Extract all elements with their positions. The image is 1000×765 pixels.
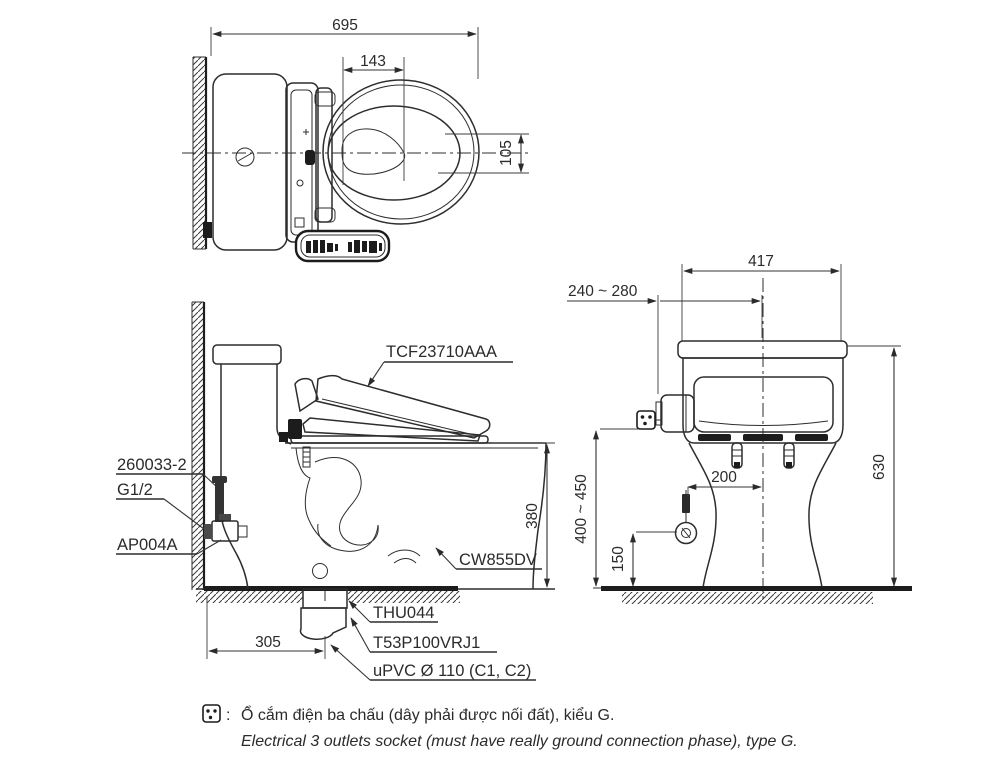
- dim-150: 150: [610, 531, 677, 587]
- note-english: Electrical 3 outlets socket (must have r…: [241, 733, 798, 750]
- washlet-lid-open-top: [285, 82, 336, 243]
- label-washlet: TCF23710AAA: [367, 343, 513, 387]
- label-thread: G1/2: [116, 481, 205, 530]
- tank-side: [212, 344, 292, 590]
- stop-valve-part-label: AP004A: [117, 536, 178, 554]
- dim-695: 695: [210, 17, 479, 79]
- outlet-icon: [636, 410, 661, 430]
- remote-control: [294, 229, 391, 263]
- label-stop-valve: AP004A: [116, 536, 222, 555]
- footnote: : Ổ cắm điện ba chấu (dây phải được nối …: [202, 704, 798, 750]
- drain-pipe-spec-label: uPVC Ø 110 (C1, C2): [373, 662, 531, 680]
- front-view: 417 240 ~ 280 630 400 ~ 450 200 150: [567, 253, 912, 604]
- bowl-model-label: CW855DV: [459, 551, 537, 569]
- outlet-icon-note: [202, 704, 221, 723]
- dim-105: 105: [438, 133, 529, 174]
- dim-695-label: 695: [332, 17, 358, 34]
- label-bowl: CW855DV: [435, 547, 542, 570]
- mounting-bolts: [731, 442, 795, 469]
- washlet-model-label: TCF23710AAA: [386, 343, 497, 361]
- dim-417-label: 417: [748, 253, 774, 270]
- dim-630: 630: [847, 345, 901, 587]
- dim-305-label: 305: [255, 634, 281, 651]
- dim-400-450: 400 ~ 450: [573, 428, 638, 587]
- floor-front: [593, 586, 912, 604]
- dim-305: 305: [206, 596, 326, 659]
- supply-stub-front: [674, 490, 698, 545]
- dim-380: 380: [492, 442, 555, 588]
- supply-valve: [204, 476, 248, 542]
- drain-pipe: [299, 588, 348, 640]
- thread-size-label: G1/2: [117, 481, 153, 499]
- dim-200: 200: [687, 469, 762, 497]
- label-drain-pipe: uPVC Ø 110 (C1, C2): [330, 644, 536, 681]
- water-surface-outline: [341, 128, 406, 175]
- dim-143: 143: [342, 53, 405, 185]
- dim-417: 417: [681, 253, 842, 342]
- note-colon: :: [226, 707, 230, 724]
- dim-143-label: 143: [360, 53, 386, 70]
- wall-section-side: [191, 301, 206, 590]
- dim-380-label: 380: [524, 503, 541, 529]
- label-flange: THU044: [348, 600, 438, 623]
- flange-part-label: THU044: [373, 604, 434, 622]
- washlet-side: [279, 374, 491, 468]
- top-view: 695 143 105: [182, 17, 532, 263]
- dim-105-label: 105: [498, 140, 515, 166]
- drain-socket-part-label: T53P100VRJ1: [373, 634, 480, 652]
- dim-400-450-label: 400 ~ 450: [573, 474, 590, 544]
- note-vietnamese: Ổ cắm điện ba chấu (dây phải được nối đấ…: [241, 705, 614, 724]
- dim-240-280-label: 240 ~ 280: [568, 283, 638, 300]
- seat-ring-top: [322, 79, 480, 225]
- dim-200-label: 200: [711, 469, 737, 486]
- floor-side: [196, 586, 555, 603]
- label-supply-pipe: 260033-2: [116, 456, 220, 490]
- supply-pipe-part-label: 260033-2: [117, 456, 187, 474]
- side-control-unit: [655, 394, 695, 433]
- label-drain-socket: T53P100VRJ1: [350, 617, 497, 653]
- pedestal-front: [688, 442, 837, 589]
- dim-630-label: 630: [871, 454, 888, 480]
- tank-top: [212, 73, 288, 251]
- dim-150-label: 150: [610, 546, 627, 572]
- dim-240-280: 240 ~ 280: [567, 283, 763, 394]
- side-view: TCF23710AAA 260033-2 G1/2 AP004A CW855DV…: [116, 301, 555, 681]
